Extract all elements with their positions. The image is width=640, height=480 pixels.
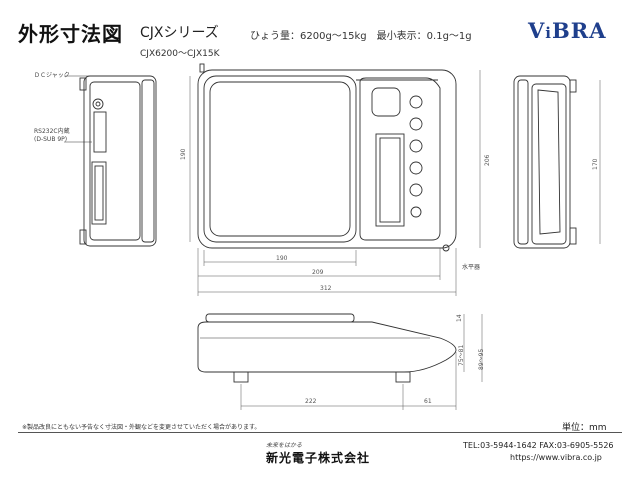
pan-inner <box>209 81 351 237</box>
dim-pan-width: 190 <box>276 255 288 262</box>
right-panel-face <box>537 89 561 235</box>
vibra-logo: ViBRA <box>528 18 607 43</box>
left-side-view <box>64 75 157 247</box>
side-panel <box>93 111 107 153</box>
left-foot-bottom <box>79 229 87 245</box>
key-3 <box>409 139 423 153</box>
page-title: 外形寸法図 <box>18 22 123 46</box>
dim-foot-span: 222 <box>305 398 317 405</box>
left-body-outline <box>83 75 157 247</box>
model-range: CJX6200～CJX15K <box>140 49 220 59</box>
contact-phone: TEL:03-5944-1642 FAX:03-6905-5526 <box>463 441 614 450</box>
rs232c-label: RS232C内蔵 <box>34 128 70 135</box>
series-name: CJXシリーズ <box>140 25 219 41</box>
top-view <box>197 63 457 252</box>
right-body-inner <box>531 83 567 245</box>
dim-side-depth: 170 <box>592 158 599 170</box>
right-body-outline <box>513 75 571 249</box>
dsub-label: (D-SUB 9P) <box>34 136 68 143</box>
dc-jack-label: ＤＣジャック <box>34 72 70 79</box>
control-panel <box>359 77 441 241</box>
dim-overall-depth: 206 <box>484 154 491 166</box>
dim-height-a: 75～81 <box>458 344 465 366</box>
website-link[interactable]: https://www.vibra.co.jp <box>510 453 602 462</box>
dim-pan-depth: 190 <box>180 148 187 160</box>
dc-jack-inner <box>95 101 101 107</box>
pan-outer <box>203 75 357 243</box>
front-foot-right <box>395 371 411 383</box>
key-6 <box>410 206 422 218</box>
key-2 <box>409 117 423 131</box>
company-tagline: 未来をはかる <box>266 442 303 449</box>
footer-divider <box>18 432 622 433</box>
front-view <box>197 313 457 383</box>
change-notice: ※製品改良にともない予告なく寸法図・外観などを変更させていただく場合があります。 <box>22 424 261 431</box>
key-1 <box>409 95 423 109</box>
dim-height-b: 89～95 <box>478 348 485 370</box>
right-pan-edge <box>517 79 529 245</box>
left-body-inner <box>89 81 141 241</box>
dim-pan-thickness: 14 <box>456 314 463 322</box>
left-pan-edge <box>141 79 155 243</box>
rs232c-port <box>91 161 107 225</box>
top-antenna <box>199 63 205 73</box>
arrow-keypad <box>371 87 401 117</box>
dimension-lines <box>189 70 601 410</box>
logo-text-i: i <box>545 24 552 42</box>
company-name: 新光電子株式会社 <box>266 451 371 465</box>
unit-label: 単位：mm <box>562 423 607 433</box>
right-side-view <box>513 75 577 249</box>
display-window <box>375 133 405 227</box>
logo-text-rest: BRA <box>552 18 607 43</box>
rs232c-port-inner <box>94 165 104 221</box>
key-5 <box>409 183 423 197</box>
top-body-outline <box>197 69 457 249</box>
display-inner <box>379 137 401 223</box>
front-foot-left <box>233 371 249 383</box>
capacity-spec: ひょう量：6200g～15kg 最小表示：0.1g～1g <box>250 31 472 42</box>
front-body <box>197 321 457 373</box>
logo-text-v: V <box>528 18 546 43</box>
left-foot-top <box>79 77 87 91</box>
right-foot-top <box>569 79 577 93</box>
key-4 <box>409 161 423 175</box>
dc-jack <box>92 98 104 110</box>
dim-front-overhang: 61 <box>424 398 432 405</box>
right-foot-bottom <box>569 227 577 245</box>
level-label: 水平器 <box>462 264 481 271</box>
dim-overall-width: 312 <box>320 285 332 292</box>
level-indicator <box>442 244 450 252</box>
front-pan <box>205 313 355 323</box>
dim-inner-width: 209 <box>312 269 324 276</box>
